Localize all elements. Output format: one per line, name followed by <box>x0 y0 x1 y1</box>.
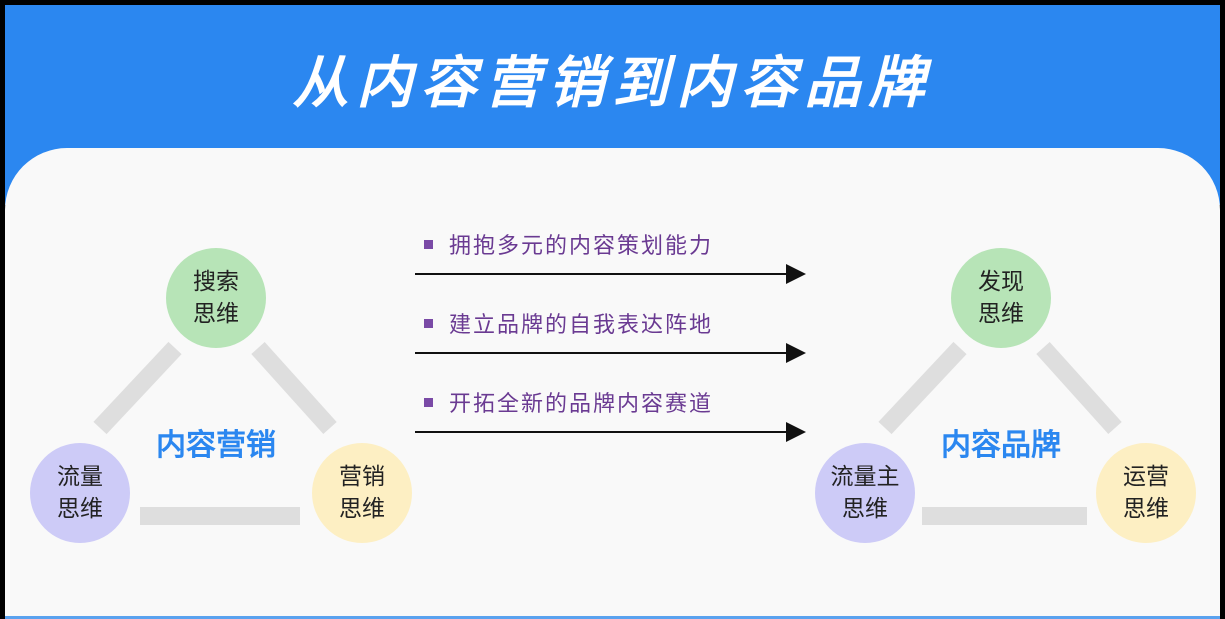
point-text: 建立品牌的自我表达阵地 <box>449 313 714 338</box>
point-text: 拥抱多元的内容策划能力 <box>449 234 714 259</box>
node-label: 营销 <box>339 464 385 490</box>
node-label: 运营 <box>1123 464 1169 490</box>
left-edge-top-left <box>93 341 182 435</box>
node-label: 思维 <box>193 301 239 327</box>
node-search-thinking: 搜索思维 <box>166 248 266 348</box>
right-center-label: 内容品牌 <box>941 428 1061 463</box>
node-label: 发现 <box>978 269 1024 295</box>
left-edge-top-right <box>251 341 337 435</box>
node-marketing-thinking: 营销思维 <box>312 443 412 543</box>
node-label: 流量 <box>57 464 103 490</box>
content-panel <box>5 148 1220 619</box>
bullet-icon <box>424 397 433 407</box>
node-publisher-thinking: 流量主思维 <box>815 443 915 543</box>
point-text: 开拓全新的品牌内容赛道 <box>449 392 714 417</box>
node-operation-thinking: 运营思维 <box>1096 443 1196 543</box>
node-label: 思维 <box>339 496 385 522</box>
node-label: 思维 <box>842 496 888 522</box>
node-label: 流量主 <box>830 464 900 490</box>
node-label: 搜索 <box>193 269 239 295</box>
bullet-icon <box>424 318 433 328</box>
node-label: 思维 <box>978 301 1024 327</box>
right-edge-top-left <box>878 341 967 435</box>
node-discovery-thinking: 发现思维 <box>951 248 1051 348</box>
page-title: 从内容营销到内容品牌 <box>292 51 933 116</box>
node-traffic-thinking: 流量思维 <box>30 443 130 543</box>
point-item: 开拓全新的品牌内容赛道 <box>424 386 713 418</box>
bullet-icon <box>424 239 433 249</box>
point-item: 拥抱多元的内容策划能力 <box>424 228 713 260</box>
node-label: 思维 <box>1123 496 1169 522</box>
point-item: 建立品牌的自我表达阵地 <box>424 307 713 339</box>
node-label: 思维 <box>57 496 103 522</box>
left-center-label: 内容营销 <box>156 428 276 463</box>
right-edge-top-right <box>1036 341 1122 435</box>
